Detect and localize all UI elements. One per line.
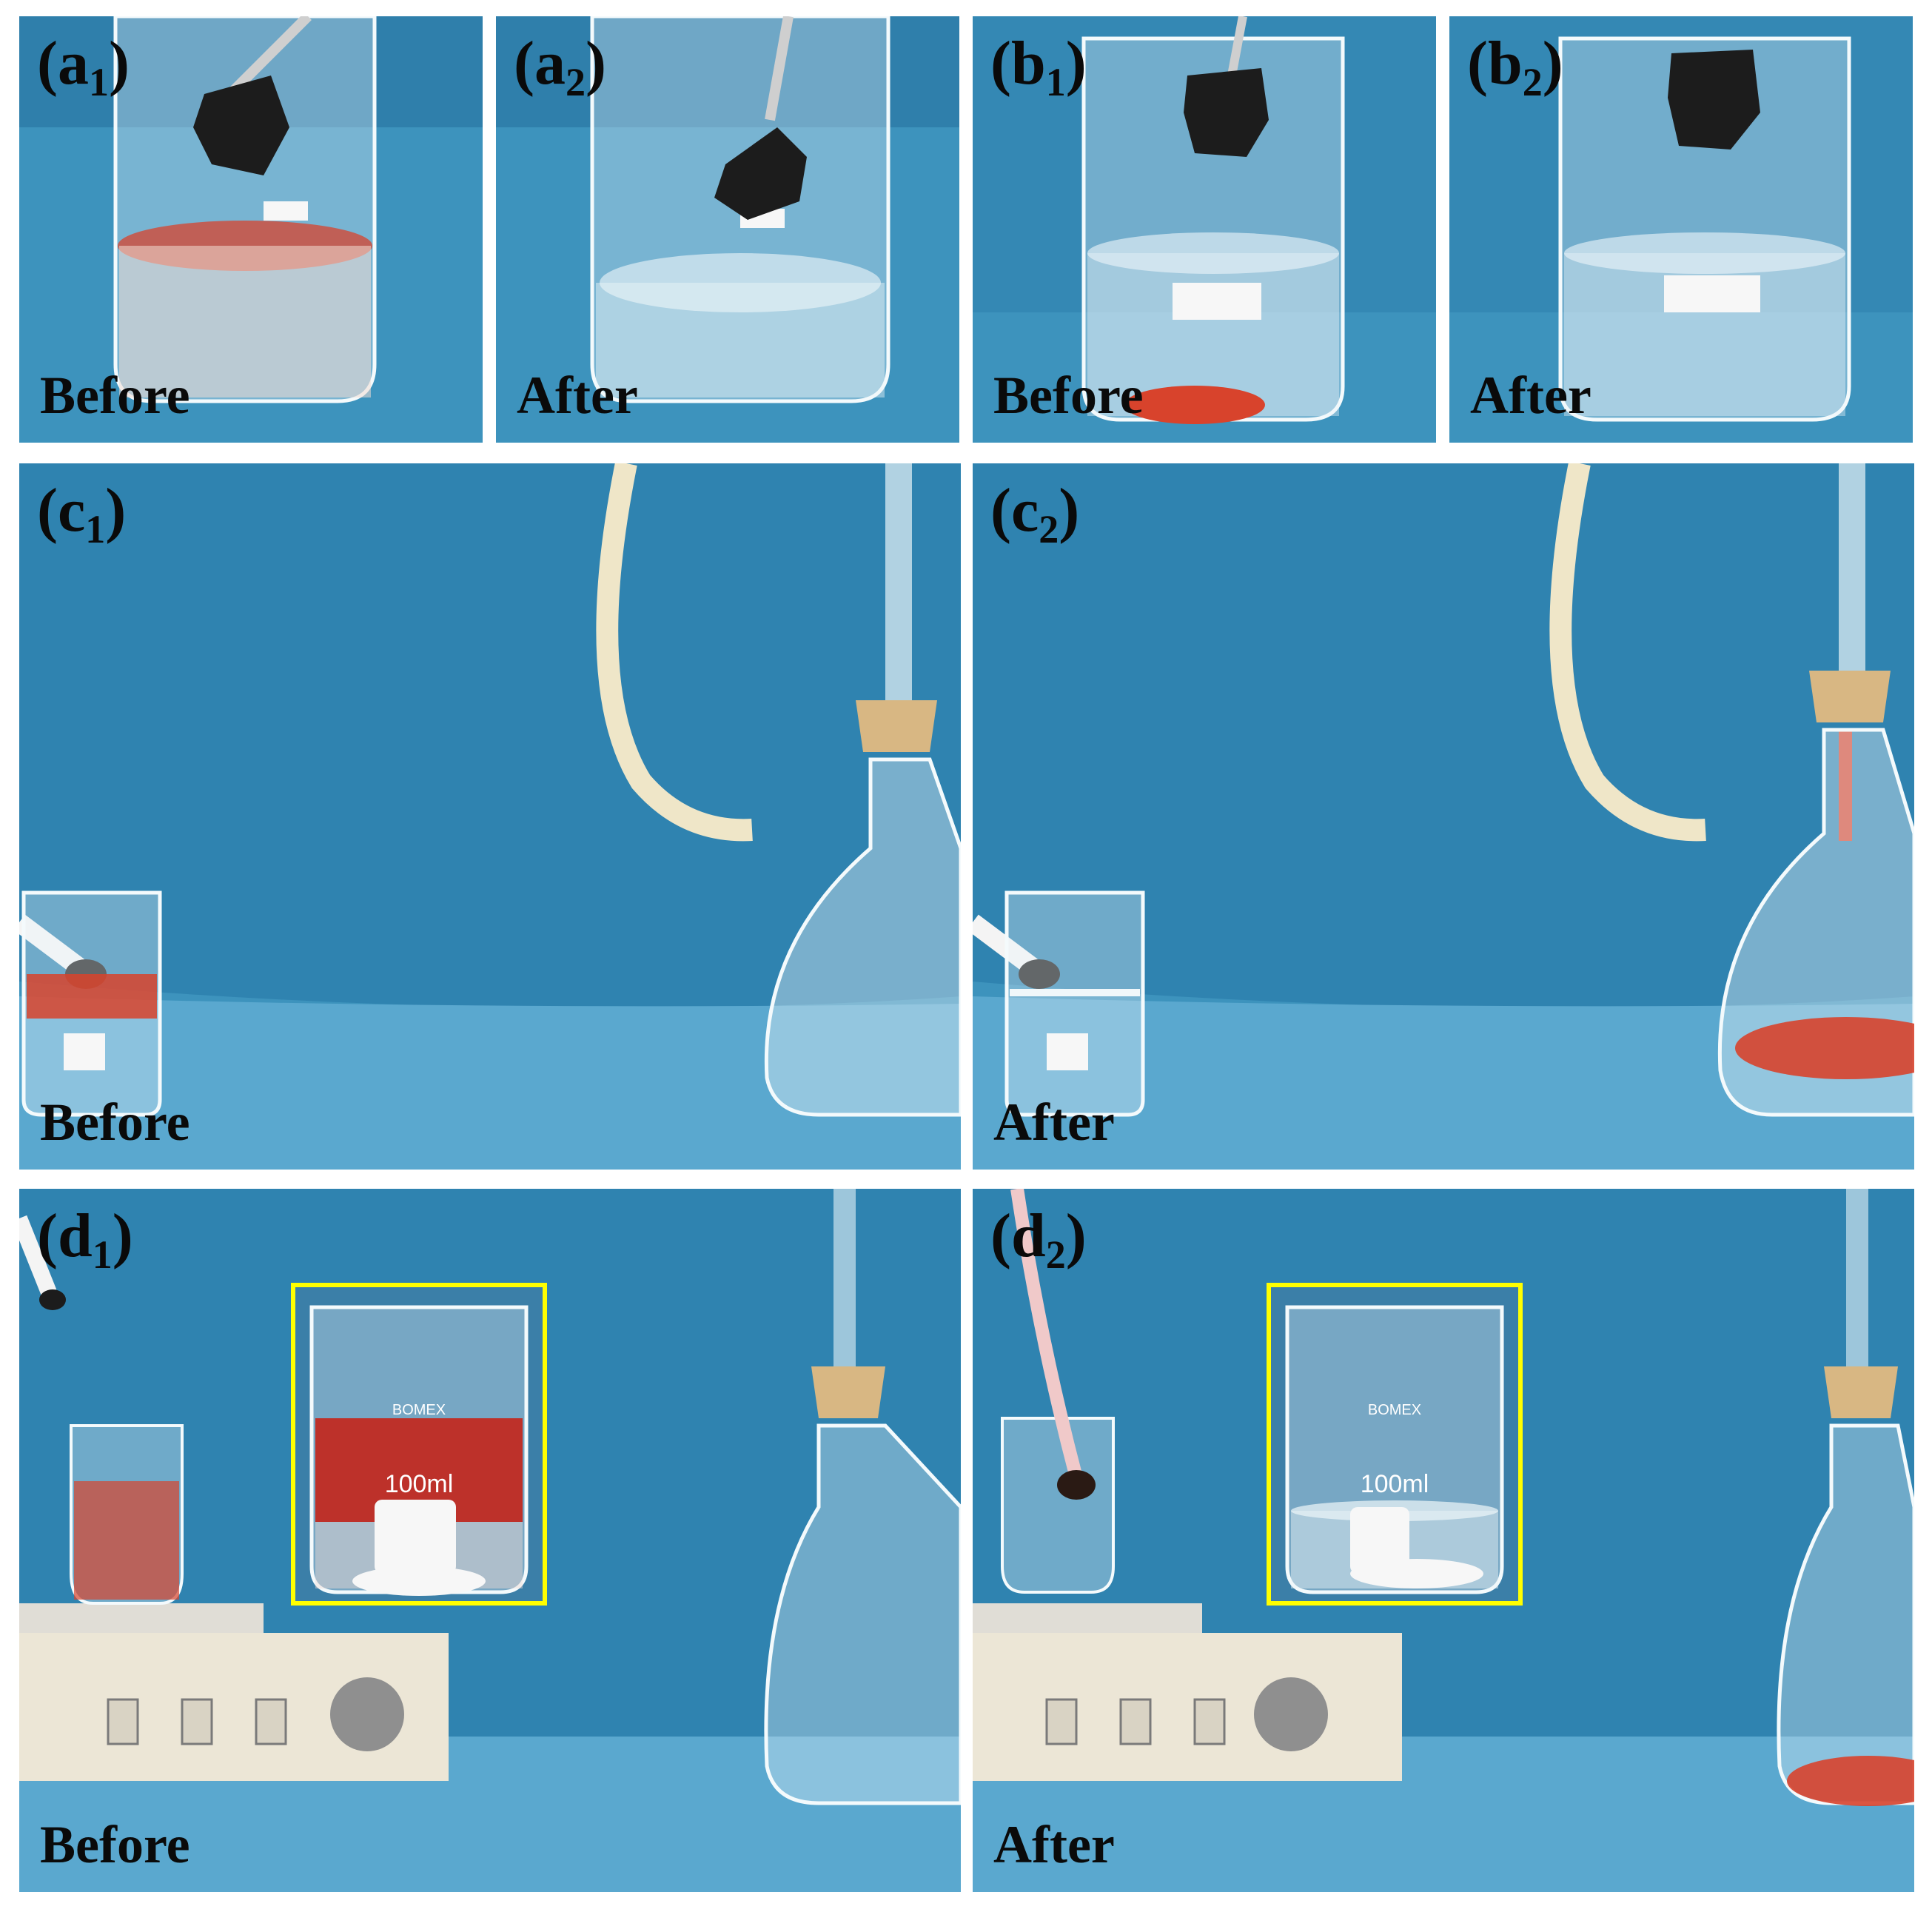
panel-b1: (b1) Before (973, 16, 1436, 443)
panel-d2-beaker-volume: 100ml (1361, 1470, 1429, 1498)
panel-b1-label: (b1) (990, 29, 1087, 104)
panel-c1-photo (19, 463, 961, 1170)
panel-c2: (c2) After (973, 463, 1914, 1170)
panel-a1-caption: Before (40, 366, 190, 425)
panel-c1-caption: Before (40, 1093, 190, 1152)
panel-d2-caption: After (993, 1815, 1115, 1874)
panel-d2-photo: BOMEX 100ml (973, 1189, 1914, 1892)
panel-b2-caption: After (1470, 366, 1591, 425)
panel-d2-beaker-brand: BOMEX (1368, 1402, 1421, 1418)
panel-a2-caption: After (517, 366, 638, 425)
panel-a2-label: (a2) (514, 29, 606, 104)
panel-d1-label: (d1) (37, 1201, 133, 1277)
panel-b1-caption: Before (993, 366, 1144, 425)
panel-d1-photo: BOMEX 100ml (19, 1189, 961, 1892)
panel-c2-label: (c2) (990, 476, 1080, 551)
panel-a1-photo (19, 16, 483, 443)
panel-d1: BOMEX 100ml (d1) Before (19, 1189, 961, 1892)
panel-d1-beaker-volume: 100ml (385, 1470, 454, 1498)
panel-b2-label: (b2) (1467, 29, 1563, 104)
panel-c1: (c1) Before (19, 463, 961, 1170)
panel-c1-label: (c1) (37, 476, 127, 551)
panel-a2: (a2) After (496, 16, 959, 443)
panel-d2-label: (d2) (990, 1201, 1087, 1277)
panel-a1-label: (a1) (37, 29, 130, 104)
panel-b2-photo (1449, 16, 1913, 443)
panel-c2-caption: After (993, 1093, 1115, 1152)
panel-c2-photo (973, 463, 1914, 1170)
panel-d2: BOMEX 100ml (d2) After (973, 1189, 1914, 1892)
panel-a2-photo (496, 16, 959, 443)
panel-a1: (a1) Before (19, 16, 483, 443)
panel-d1-caption: Before (40, 1815, 190, 1874)
panel-d1-beaker-brand: BOMEX (392, 1402, 446, 1418)
panel-b2: (b2) After (1449, 16, 1913, 443)
panel-b1-photo (973, 16, 1436, 443)
